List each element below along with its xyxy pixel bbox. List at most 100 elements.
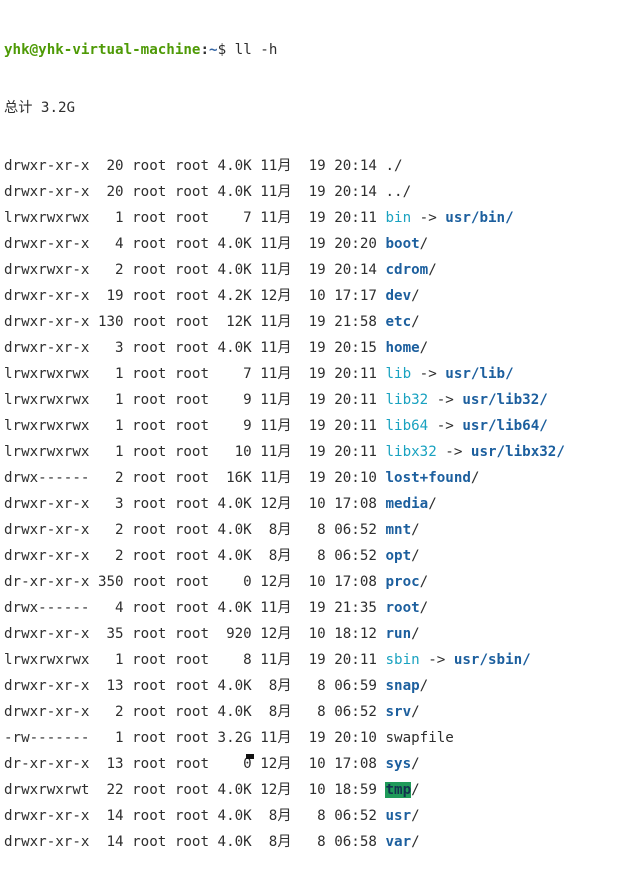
entry-meta: drwxr-xr-x 2 root root 4.0K 8月 8 06:52 <box>4 704 386 720</box>
entry-meta: drwxr-xr-x 20 root root 4.0K 11月 19 20:1… <box>4 158 386 174</box>
entry-name: ./ <box>385 158 403 174</box>
dir-slash: / <box>419 678 429 694</box>
link-target: usr/libx32/ <box>470 444 565 460</box>
link-target: usr/lib32/ <box>462 392 548 408</box>
entry-name: sys <box>385 756 412 772</box>
list-item: drwxr-xr-x 20 root root 4.0K 11月 19 20:1… <box>4 179 621 205</box>
dir-slash: / <box>419 574 429 590</box>
list-item: drwxr-xr-x 19 root root 4.2K 12月 10 17:1… <box>4 283 621 309</box>
entry-meta: drwxr-xr-x 14 root root 4.0K 8月 8 06:58 <box>4 834 386 850</box>
dir-slash: / <box>411 756 420 772</box>
entry-meta: drwxr-xr-x 3 root root 4.0K 12月 10 17:08 <box>4 496 386 512</box>
list-item: drwxr-xr-x 130 root root 12K 11月 19 21:5… <box>4 309 621 335</box>
dir-slash: / <box>411 704 420 720</box>
dir-slash: / <box>411 548 420 564</box>
entry-name: libx32 <box>385 444 437 460</box>
prompt-symbol: $ <box>217 42 235 58</box>
list-item: lrwxrwxrwx 1 root root 10 11月 19 20:11 l… <box>4 439 621 465</box>
entry-meta: drwxr-xr-x 35 root root 920 12月 10 18:12 <box>4 626 386 642</box>
prompt-path: ~ <box>209 42 218 58</box>
dir-slash: / <box>411 834 420 850</box>
dir-slash: / <box>419 600 429 616</box>
list-item: lrwxrwxrwx 1 root root 7 11月 19 20:11 bi… <box>4 205 621 231</box>
entry-name: proc <box>385 574 420 590</box>
entry-meta: drwxr-xr-x 14 root root 4.0K 8月 8 06:52 <box>4 808 386 824</box>
dir-slash: / <box>411 782 420 798</box>
list-item: -rw------- 1 root root 3.2G 11月 19 20:10… <box>4 725 621 751</box>
entry-meta: drwxr-xr-x 3 root root 4.0K 11月 19 20:15 <box>4 340 386 356</box>
link-target: usr/lib/ <box>445 366 514 382</box>
dir-slash: / <box>411 314 420 330</box>
list-item: lrwxrwxrwx 1 root root 7 11月 19 20:11 li… <box>4 361 621 387</box>
entry-meta: lrwxrwxrwx 1 root root 7 11月 19 20:11 <box>4 366 386 382</box>
entry-meta: lrwxrwxrwx 1 root root 8 11月 19 20:11 <box>4 652 386 668</box>
list-item: drwxr-xr-x 14 root root 4.0K 8月 8 06:58 … <box>4 829 621 855</box>
link-arrow: -> <box>428 418 463 434</box>
list-item: drwxr-xr-x 3 root root 4.0K 12月 10 17:08… <box>4 491 621 517</box>
entry-name: media <box>385 496 429 512</box>
dir-slash: / <box>411 522 420 538</box>
entry-name: swapfile <box>385 730 454 746</box>
entry-meta: drwxr-xr-x 20 root root 4.0K 11月 19 20:1… <box>4 184 386 200</box>
entry-name: sbin <box>385 652 420 668</box>
link-arrow: -> <box>428 392 463 408</box>
entry-meta: drwxr-xr-x 2 root root 4.0K 8月 8 06:52 <box>4 548 386 564</box>
prompt-user-host: yhk@yhk-virtual-machine <box>4 42 201 58</box>
entry-meta: lrwxrwxrwx 1 root root 9 11月 19 20:11 <box>4 418 386 434</box>
entry-name: snap <box>385 678 420 694</box>
entry-name: home <box>385 340 420 356</box>
entry-name: cdrom <box>385 262 429 278</box>
entry-meta: lrwxrwxrwx 1 root root 7 11月 19 20:11 <box>4 210 386 226</box>
link-arrow: -> <box>436 444 471 460</box>
entry-meta: lrwxrwxrwx 1 root root 10 11月 19 20:11 <box>4 444 386 460</box>
list-item: drwxr-xr-x 2 root root 4.0K 8月 8 06:52 o… <box>4 543 621 569</box>
entry-name: lib <box>385 366 412 382</box>
entry-meta: drwx------ 2 root root 16K 11月 19 20:10 <box>4 470 386 486</box>
entry-meta: dr-xr-xr-x 13 root root 0 12月 10 17:08 <box>4 756 386 772</box>
entry-meta: -rw------- 1 root root 3.2G 11月 19 20:10 <box>4 730 386 746</box>
entry-meta: drwxrwxr-x 2 root root 4.0K 11月 19 20:14 <box>4 262 386 278</box>
terminal-output[interactable]: yhk@yhk-virtual-machine:~$ ll -h 总计 3.2G… <box>4 5 621 871</box>
listing: drwxr-xr-x 20 root root 4.0K 11月 19 20:1… <box>4 153 621 855</box>
list-item: drwxr-xr-x 13 root root 4.0K 8月 8 06:59 … <box>4 673 621 699</box>
entry-meta: drwxr-xr-x 19 root root 4.2K 12月 10 17:1… <box>4 288 386 304</box>
entry-name: lib32 <box>385 392 429 408</box>
link-arrow: -> <box>419 652 454 668</box>
dir-slash: / <box>419 340 429 356</box>
list-item: drwx------ 4 root root 4.0K 11月 19 21:35… <box>4 595 621 621</box>
dir-slash: / <box>428 496 437 512</box>
list-item: drwxr-xr-x 4 root root 4.0K 11月 19 20:20… <box>4 231 621 257</box>
entry-meta: drwxr-xr-x 130 root root 12K 11月 19 21:5… <box>4 314 386 330</box>
entry-meta: drwxr-xr-x 2 root root 4.0K 8月 8 06:52 <box>4 522 386 538</box>
dir-slash: / <box>411 808 420 824</box>
entry-name: srv <box>385 704 412 720</box>
entry-name: mnt <box>385 522 412 538</box>
list-item: drwxrwxrwt 22 root root 4.0K 12月 10 18:5… <box>4 777 621 803</box>
list-item: drwxr-xr-x 20 root root 4.0K 11月 19 20:1… <box>4 153 621 179</box>
list-item: drwxr-xr-x 2 root root 4.0K 8月 8 06:52 m… <box>4 517 621 543</box>
entry-meta: drwx------ 4 root root 4.0K 11月 19 21:35 <box>4 600 386 616</box>
list-item: dr-xr-xr-x 350 root root 0 12月 10 17:08 … <box>4 569 621 595</box>
entry-meta: drwxrwxrwt 22 root root 4.0K 12月 10 18:5… <box>4 782 386 798</box>
entry-name: lost+found <box>385 470 471 486</box>
prompt-colon: : <box>200 42 210 58</box>
entry-name: run <box>385 626 412 642</box>
link-arrow: -> <box>411 210 446 226</box>
entry-meta: dr-xr-xr-x 350 root root 0 12月 10 17:08 <box>4 574 386 590</box>
list-item: lrwxrwxrwx 1 root root 9 11月 19 20:11 li… <box>4 387 621 413</box>
entry-name: opt <box>385 548 412 564</box>
list-item: drwxr-xr-x 2 root root 4.0K 8月 8 06:52 s… <box>4 699 621 725</box>
link-target: usr/bin/ <box>445 210 514 226</box>
entry-name: tmp <box>385 782 412 798</box>
dir-slash: / <box>419 236 429 252</box>
terminal-cursor <box>246 754 254 759</box>
dir-slash: / <box>428 262 437 278</box>
link-target: usr/sbin/ <box>453 652 531 668</box>
list-item: drwxr-xr-x 14 root root 4.0K 8月 8 06:52 … <box>4 803 621 829</box>
entry-name: bin <box>385 210 412 226</box>
entry-name: ../ <box>385 184 412 200</box>
dir-slash: / <box>470 470 480 486</box>
list-item: drwx------ 2 root root 16K 11月 19 20:10 … <box>4 465 621 491</box>
list-item: drwxrwxr-x 2 root root 4.0K 11月 19 20:14… <box>4 257 621 283</box>
entry-name: etc <box>385 314 412 330</box>
